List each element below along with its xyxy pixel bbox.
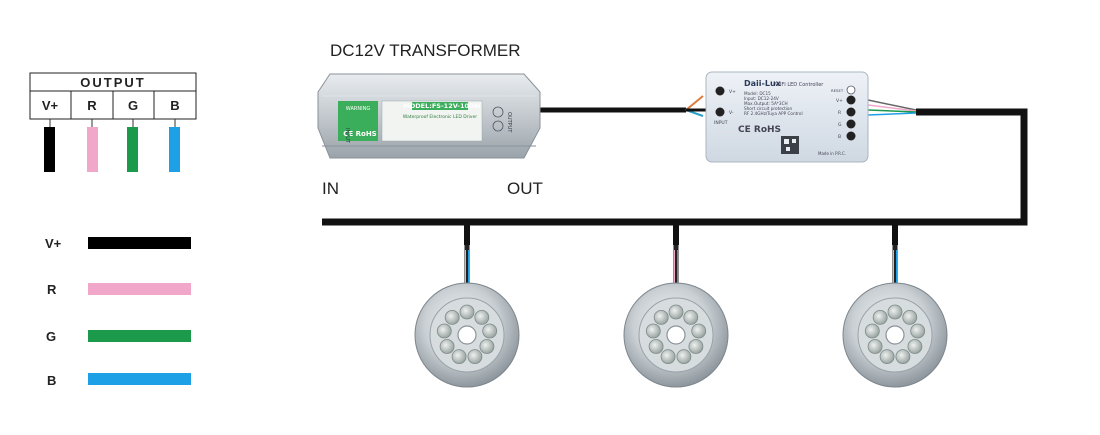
led-icon xyxy=(439,339,455,354)
output-wire-g xyxy=(127,127,138,172)
diagram-title: DC12V TRANSFORMER xyxy=(330,41,521,60)
output-col-b: B xyxy=(170,98,179,113)
led-icon xyxy=(451,349,467,365)
led-icon xyxy=(444,309,460,325)
wifi-controller: Daii-Lux WIFI LED Controller Model: DC15… xyxy=(705,71,869,163)
output-table: OUTPUT V+ R G B xyxy=(29,72,197,172)
controller-made-in: Made in P.R.C. xyxy=(818,151,846,156)
led-icon xyxy=(479,339,495,354)
led-icon xyxy=(668,304,684,320)
transformer-out-label: OUT xyxy=(507,179,543,198)
legend-line-vplus xyxy=(88,237,191,249)
controller-reset-label: RESET xyxy=(831,88,844,93)
led-icon xyxy=(895,349,911,365)
led-icon xyxy=(436,323,452,339)
output-wire-vplus xyxy=(44,127,55,172)
output-col-vplus: V+ xyxy=(42,98,59,113)
legend-label-r: R xyxy=(47,282,57,297)
transformer: MODEL:FS-12V-100W Waterproof Electronic … xyxy=(317,73,541,159)
output-col-r: R xyxy=(87,98,97,113)
legend-label-g: G xyxy=(46,329,56,344)
led-icon xyxy=(902,309,918,325)
led-icon xyxy=(688,339,704,354)
output-wire-b xyxy=(169,127,180,172)
transformer-in-label: IN xyxy=(322,179,339,198)
controller-terminal-out-g xyxy=(846,119,856,129)
qr-code-icon xyxy=(781,136,799,154)
controller-spec-2: Input: DC12-24V xyxy=(744,96,779,101)
led-icon xyxy=(467,349,483,365)
led-icon xyxy=(653,309,669,325)
legend-line-g xyxy=(88,330,191,342)
led-icon xyxy=(676,349,692,365)
legend-line-r xyxy=(88,283,191,295)
led-icon xyxy=(459,304,475,320)
led-icon xyxy=(474,309,490,325)
led-icon xyxy=(872,309,888,325)
controller-cert: CE RoHS xyxy=(738,125,781,135)
wire-legend: V+ R G B xyxy=(45,236,191,388)
controller-left-pin-1: V+ xyxy=(729,89,736,95)
output-wire-r xyxy=(87,127,98,172)
transformer-warning: WARNING xyxy=(346,106,371,112)
led-icon xyxy=(645,323,661,339)
led-icon xyxy=(691,323,707,339)
controller-terminal-vminus xyxy=(715,107,725,117)
led-icon xyxy=(907,339,923,354)
output-table-header: OUTPUT xyxy=(80,75,145,90)
pool-light-2 xyxy=(623,245,729,388)
controller-input-label: INPUT xyxy=(714,120,728,126)
controller-name: WIFI LED Controller xyxy=(775,82,824,88)
wiring-lines xyxy=(322,95,1028,245)
legend-line-b xyxy=(88,373,191,385)
output-col-g: G xyxy=(128,98,138,113)
controller-spec-3: Max.Output: 5A*3CH xyxy=(744,101,788,106)
led-icon xyxy=(482,323,498,339)
led-icon xyxy=(910,323,926,339)
pool-light-1 xyxy=(414,245,520,388)
led-icon xyxy=(879,349,895,365)
led-icon xyxy=(864,323,880,339)
underwater-lights xyxy=(414,245,948,388)
controller-spec-4: Short circuit protection xyxy=(744,106,792,111)
led-icon xyxy=(660,349,676,365)
controller-right-pin-3: G xyxy=(838,122,842,128)
led-icon xyxy=(648,339,664,354)
controller-terminal-out-r xyxy=(846,107,856,117)
controller-terminal-out-vplus xyxy=(846,95,856,105)
led-icon xyxy=(887,304,903,320)
transformer-input-label: INPUT xyxy=(344,128,350,144)
controller-left-pin-2: V- xyxy=(729,110,734,116)
transformer-model: MODEL:FS-12V-100W xyxy=(403,102,480,110)
transformer-cert: CE RoHS xyxy=(343,130,376,138)
controller-spec-5: RF 2.4GHz/Tuya APP Control xyxy=(744,111,803,116)
controller-right-pin-4: B xyxy=(838,134,841,140)
controller-brand: Daii-Lux xyxy=(744,79,782,88)
legend-label-vplus: V+ xyxy=(45,236,62,251)
legend-label-b: B xyxy=(47,373,56,388)
transformer-subtitle: Waterproof Electronic LED Driver xyxy=(403,114,477,120)
controller-terminal-vplus xyxy=(715,86,725,96)
transformer-output-label: OUTPUT xyxy=(506,112,512,133)
reset-button-icon xyxy=(846,85,856,95)
controller-right-pin-2: R xyxy=(838,110,841,116)
led-icon xyxy=(683,309,699,325)
led-icon xyxy=(867,339,883,354)
controller-right-pin-1: V+ xyxy=(836,98,843,104)
pool-light-3 xyxy=(842,245,948,388)
controller-spec-1: Model: DC15 xyxy=(744,91,771,96)
controller-terminal-out-b xyxy=(846,131,856,141)
